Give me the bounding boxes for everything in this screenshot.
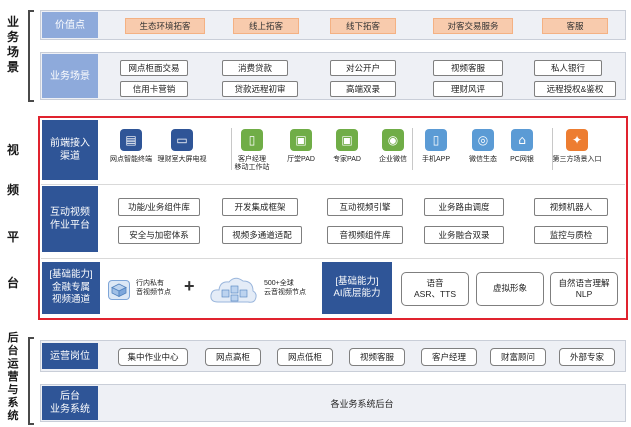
- video-platform-frame: [38, 116, 628, 320]
- hall-pad-icon: ▣: [290, 129, 312, 151]
- capability-left-header: [基础能力] 金融专属 视频通道: [42, 262, 100, 314]
- ops-row-header: 运营岗位: [42, 343, 98, 369]
- access-channel-label: 客户经理 移动工作站: [234, 156, 270, 172]
- cloud-nodes-note: 500+全球 云音视频节点: [264, 280, 306, 296]
- plus-sign: +: [184, 276, 195, 296]
- scene-chip-private-bank: 私人银行: [534, 60, 602, 76]
- mobile-app-icon: ▯: [425, 129, 447, 151]
- value-chip-transaction: 对客交易服务: [433, 18, 513, 34]
- platform-chip-routing: 业务路由调度: [424, 198, 504, 216]
- platform-chip-dev-framework: 开发集成框架: [222, 198, 298, 216]
- ops-chip-account-manager: 客户经理: [421, 348, 477, 366]
- ops-chip-low-counter: 网点低柜: [277, 348, 333, 366]
- bracket-business: [28, 10, 34, 102]
- access-channel-label: 网点智能终端: [110, 156, 152, 163]
- scene-row-header: 业务场景: [42, 54, 98, 98]
- value-chip-service: 客服: [542, 18, 608, 34]
- ops-chip-central: 集中作业中心: [118, 348, 188, 366]
- backend-systems-text: 各业务系统后台: [330, 399, 394, 409]
- terminal-icon-glyph: ▤: [125, 133, 137, 147]
- platform-chip-robot: 视频机器人: [534, 198, 608, 216]
- interactive-panel: [41, 184, 625, 256]
- value-chip-online: 线上拓客: [233, 18, 299, 34]
- side-label-video-2: 频: [6, 183, 19, 197]
- platform-chip-video-engine: 互动视频引擎: [327, 198, 403, 216]
- mobile-app-icon-glyph: ▯: [432, 133, 440, 147]
- platform-chip-component-lib: 功能/业务组件库: [118, 198, 200, 216]
- scene-chip-consumer-loan: 消费贷款: [222, 60, 288, 76]
- terminal-icon: ▤: [120, 129, 142, 151]
- ai-chip-speech: 语音 ASR、TTS: [401, 272, 469, 306]
- ai-chip-avatar: 虚拟形象: [476, 272, 544, 306]
- expert-pad-icon: ▣: [336, 129, 358, 151]
- pc-bank-icon: ⌂: [511, 129, 533, 151]
- third-party-icon: ✦: [566, 129, 588, 151]
- scene-chip-counter: 网点柜面交易: [120, 60, 188, 76]
- scene-chip-credit-card: 信用卡营销: [120, 81, 188, 97]
- wecom-icon: ◉: [382, 129, 404, 151]
- backend-row-header: 后台 业务系统: [42, 386, 98, 420]
- divider-1: [231, 128, 232, 170]
- ops-chip-high-counter: 网点高柜: [205, 348, 261, 366]
- divider-2: [412, 128, 413, 170]
- platform-chip-multichannel: 视频多通道适配: [222, 226, 302, 244]
- scene-chip-risk-assessment: 理财风评: [433, 81, 503, 97]
- ai-chip-nlp: 自然语言理解 NLP: [550, 272, 618, 306]
- side-label-video-3: 平: [6, 230, 19, 244]
- platform-chip-security: 安全与加密体系: [118, 226, 200, 244]
- access-channel-label: 专家PAD: [333, 156, 361, 163]
- access-channel-label: 微信生态: [469, 156, 497, 163]
- access-row-header: 前端接入 渠道: [42, 120, 98, 180]
- value-chip-offline: 线下拓客: [330, 18, 396, 34]
- platform-chip-av-lib: 音视频组件库: [327, 226, 403, 244]
- tv-screen-icon: ▭: [171, 129, 193, 151]
- ops-chip-wealth-advisor: 财富顾问: [490, 348, 546, 366]
- side-label-video-4: 台: [6, 276, 19, 290]
- access-channel-label: 企业微信: [379, 156, 407, 163]
- access-channel-label: 理财室大屏电视: [157, 156, 207, 163]
- capability-right-header: [基础能力] AI底层能力: [322, 262, 392, 314]
- value-chip-ecosystem: 生态环境拓客: [125, 18, 205, 34]
- access-channel-label: 手机APP: [421, 156, 450, 163]
- access-channel-label: 第三方场景入口: [552, 156, 602, 163]
- pc-bank-icon-glyph: ⌂: [518, 133, 526, 147]
- ops-chip-external-expert: 外部专家: [559, 348, 615, 366]
- side-label-video-1: 视: [6, 143, 19, 157]
- side-label-backend: 后 台 运 营 与 系 统: [7, 332, 19, 422]
- scene-chip-corporate-account: 对公开户: [330, 60, 396, 76]
- scene-chip-remote-auth: 远程授权&鉴权: [534, 81, 616, 97]
- scene-chip-loan-review: 贷款远程初审: [222, 81, 298, 97]
- platform-chip-fusion: 业务融合双录: [424, 226, 504, 244]
- hall-pad-icon-glyph: ▣: [295, 133, 307, 147]
- cloud-nodes-icon: [208, 270, 258, 310]
- value-row-header: 价值点: [42, 12, 98, 38]
- side-label-business: 业 务 场 景: [6, 15, 19, 74]
- scene-chip-dual-recording: 高端双录: [330, 81, 396, 97]
- wechat-icon-glyph: ◎: [477, 133, 489, 147]
- tv-screen-icon-glyph: ▭: [176, 133, 188, 147]
- interactive-row-header: 互动视频 作业平台: [42, 186, 98, 252]
- access-channel-label: 厅堂PAD: [287, 156, 315, 163]
- scene-chip-video-service: 视频客服: [433, 60, 503, 76]
- access-channel-label: PC网银: [510, 156, 534, 163]
- backend-panel: [40, 384, 626, 422]
- divider-3: [552, 128, 553, 170]
- bracket-backend: [28, 337, 34, 425]
- expert-pad-icon-glyph: ▣: [341, 133, 353, 147]
- platform-chip-monitoring: 监控与质检: [534, 226, 608, 244]
- ops-chip-video-service: 视频客服: [349, 348, 405, 366]
- third-party-icon-glyph: ✦: [571, 133, 583, 147]
- mobile-workstation-icon: ▯: [241, 129, 263, 151]
- private-node-icon: [108, 280, 130, 300]
- wecom-icon-glyph: ◉: [387, 133, 399, 147]
- mobile-workstation-icon-glyph: ▯: [248, 133, 256, 147]
- private-node-note: 行内私有 音视频节点: [136, 280, 171, 296]
- wechat-icon: ◎: [472, 129, 494, 151]
